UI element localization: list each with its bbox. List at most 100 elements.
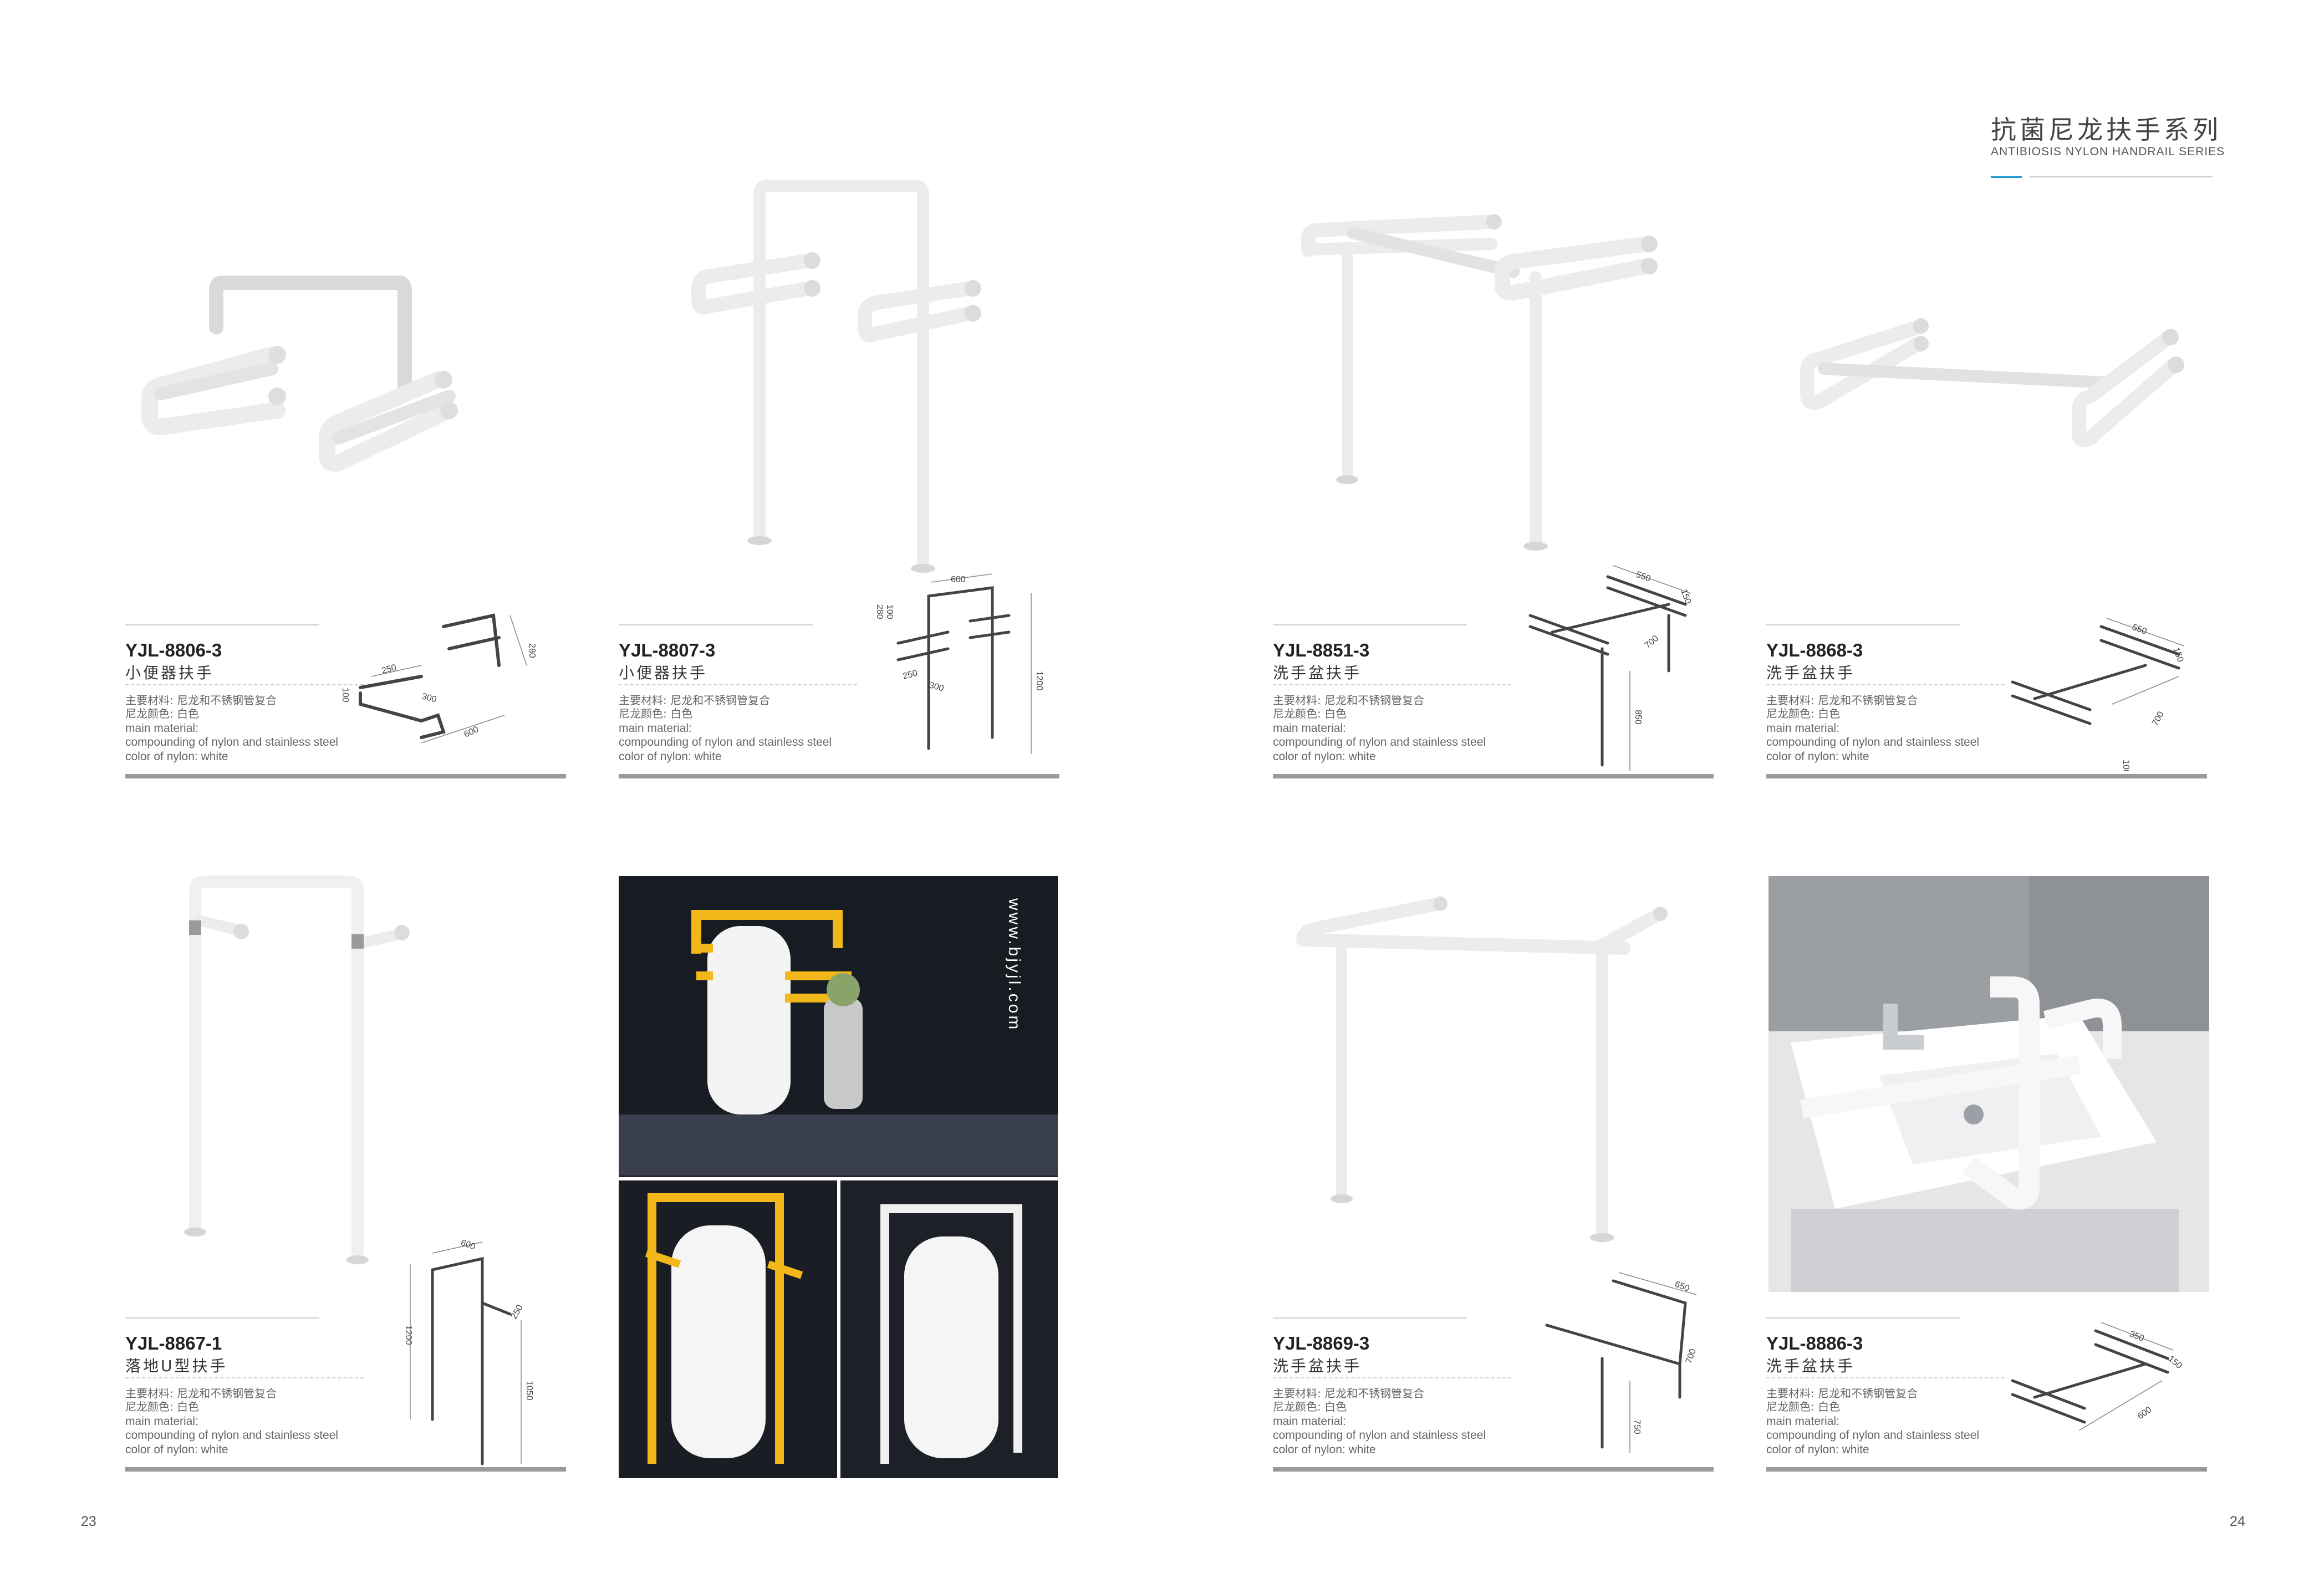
product-image-8868-3 bbox=[1800, 318, 2184, 447]
spec-color-en: color of nylon: white bbox=[1766, 1443, 1869, 1456]
card-bottom-rule bbox=[125, 774, 566, 778]
spec-material-en: compounding of nylon and stainless steel bbox=[125, 736, 339, 749]
dimension-diagram-8869-3: 650 700 750 bbox=[1545, 1272, 1698, 1453]
spec-color-cn: 尼龙颜色: 白色 bbox=[125, 1400, 200, 1413]
dim-label: 650 bbox=[1674, 1280, 1691, 1294]
urinal-photo-illustration bbox=[619, 876, 1058, 1478]
card-top-rule bbox=[1273, 624, 1467, 625]
dimension-diagram-8807-3: 600 280 100 250 300 1200 bbox=[875, 573, 1044, 754]
spec-material-label-en: main material: bbox=[125, 1415, 198, 1428]
product-name: 洗手盆扶手 bbox=[1273, 664, 1362, 682]
spec-material-label-en: main material: bbox=[1273, 722, 1346, 735]
page-number-right: 24 bbox=[2230, 1514, 2245, 1529]
dim-label: 850 bbox=[1633, 710, 1643, 725]
spec-material-cn: 主要材料: 尼龙和不锈钢管复合 bbox=[1273, 1387, 1425, 1400]
card-dashed-divider bbox=[125, 684, 364, 685]
card-bottom-rule bbox=[1766, 774, 2207, 778]
product-card-8869-3: YJL-8869-3 洗手盆扶手 主要材料: 尼龙和不锈钢管复合 尼龙颜色: 白… bbox=[1273, 1317, 1714, 1495]
product-image-8807-3 bbox=[691, 180, 981, 573]
urinal-photo-composite: www.bjyjl.com bbox=[619, 876, 1058, 1478]
spec-color-cn: 尼龙颜色: 白色 bbox=[1273, 1400, 1347, 1413]
spec-material-cn: 主要材料: 尼龙和不锈钢管复合 bbox=[125, 694, 277, 707]
dimension-diagram-8806-3: 280 250 300 600 100 bbox=[340, 613, 537, 744]
card-top-rule bbox=[1766, 1317, 1960, 1319]
dim-label: 100 bbox=[340, 688, 350, 703]
spec-color-en: color of nylon: white bbox=[125, 750, 228, 763]
dim-label: 1050 bbox=[524, 1381, 534, 1401]
card-top-rule bbox=[125, 624, 319, 625]
spec-color-en: color of nylon: white bbox=[1766, 750, 1869, 763]
product-model: YJL-8868-3 bbox=[1766, 640, 1863, 660]
spec-material-en: compounding of nylon and stainless steel bbox=[1273, 1429, 1486, 1442]
dimension-diagram-8886-3: 350 150 600 bbox=[2011, 1322, 2184, 1431]
card-dashed-divider bbox=[1766, 1377, 2005, 1378]
spec-material-en: compounding of nylon and stainless steel bbox=[1273, 736, 1486, 749]
dim-label: 300 bbox=[928, 680, 945, 693]
spec-material-en: compounding of nylon and stainless steel bbox=[1766, 736, 1980, 749]
dim-label: 550 bbox=[1635, 570, 1652, 584]
card-top-rule bbox=[125, 1317, 319, 1319]
page-number-left: 23 bbox=[81, 1514, 96, 1529]
dim-label: 300 bbox=[421, 691, 437, 704]
product-card-8806-3: YJL-8806-3 小便器扶手 主要材料: 尼龙和不锈钢管复合 尼龙颜色: 白… bbox=[125, 624, 566, 802]
card-top-rule bbox=[619, 624, 813, 625]
dim-label: 280 bbox=[875, 604, 884, 619]
card-dashed-divider bbox=[125, 1377, 364, 1378]
spec-color-en: color of nylon: white bbox=[1273, 750, 1376, 763]
product-name: 小便器扶手 bbox=[619, 664, 708, 682]
dim-label: 100 bbox=[2121, 760, 2131, 771]
product-card-8867-1: YJL-8867-1 落地U型扶手 主要材料: 尼龙和不锈钢管复合 尼龙颜色: … bbox=[125, 1317, 566, 1495]
card-dashed-divider bbox=[1766, 684, 2005, 685]
product-model: YJL-8886-3 bbox=[1766, 1333, 1863, 1353]
product-model: YJL-8807-3 bbox=[619, 640, 716, 660]
card-bottom-rule bbox=[1273, 774, 1714, 778]
sink-photo bbox=[1769, 876, 2209, 1292]
spec-color-en: color of nylon: white bbox=[125, 1443, 228, 1456]
spec-material-cn: 主要材料: 尼龙和不锈钢管复合 bbox=[125, 1387, 277, 1400]
dim-label: 250 bbox=[902, 669, 919, 681]
series-title-cn: 抗菌尼龙扶手系列 bbox=[1991, 115, 2221, 145]
card-bottom-rule bbox=[1766, 1467, 2207, 1472]
spec-material-en: compounding of nylon and stainless steel bbox=[125, 1429, 339, 1442]
product-model: YJL-8806-3 bbox=[125, 640, 222, 660]
product-model: YJL-8869-3 bbox=[1273, 1333, 1370, 1353]
spec-material-label-en: main material: bbox=[1766, 1415, 1839, 1428]
spec-material-label-en: main material: bbox=[125, 722, 198, 735]
product-image-8851-3 bbox=[1301, 214, 1658, 551]
spec-color-cn: 尼龙颜色: 白色 bbox=[1766, 707, 1841, 720]
spec-color-en: color of nylon: white bbox=[1273, 1443, 1376, 1456]
product-name: 落地U型扶手 bbox=[125, 1357, 228, 1375]
spec-material-cn: 主要材料: 尼龙和不锈钢管复合 bbox=[619, 694, 771, 707]
spec-color-en: color of nylon: white bbox=[619, 750, 722, 763]
product-image-8867-1 bbox=[184, 876, 410, 1265]
photo-watermark: www.bjyjl.com bbox=[1005, 898, 1023, 1032]
card-dashed-divider bbox=[1273, 1377, 1511, 1378]
spec-material-en: compounding of nylon and stainless steel bbox=[619, 736, 832, 749]
product-card-8868-3: YJL-8868-3 洗手盆扶手 主要材料: 尼龙和不锈钢管复合 尼龙颜色: 白… bbox=[1766, 624, 2207, 802]
product-name: 洗手盆扶手 bbox=[1273, 1357, 1362, 1375]
spec-material-label-en: main material: bbox=[1766, 722, 1839, 735]
card-dashed-divider bbox=[619, 684, 857, 685]
spec-color-cn: 尼龙颜色: 白色 bbox=[1766, 1400, 1841, 1413]
card-top-rule bbox=[1273, 1317, 1467, 1319]
dim-label: 100 bbox=[885, 604, 894, 619]
card-dashed-divider bbox=[1273, 684, 1511, 685]
spec-material-en: compounding of nylon and stainless steel bbox=[1766, 1429, 1980, 1442]
spec-material-cn: 主要材料: 尼龙和不锈钢管复合 bbox=[1766, 1387, 1918, 1400]
dim-label: 1200 bbox=[404, 1325, 413, 1345]
dim-label: 600 bbox=[951, 575, 966, 584]
dim-label: 600 bbox=[460, 1238, 477, 1252]
product-model: YJL-8867-1 bbox=[125, 1333, 222, 1353]
dim-label: 280 bbox=[527, 643, 537, 658]
product-card-8886-3: YJL-8886-3 洗手盆扶手 主要材料: 尼龙和不锈钢管复合 尼龙颜色: 白… bbox=[1766, 1317, 2207, 1495]
spec-material-cn: 主要材料: 尼龙和不锈钢管复合 bbox=[1766, 694, 1918, 707]
card-top-rule bbox=[1766, 624, 1960, 625]
dim-label: 250 bbox=[381, 663, 397, 676]
product-name: 洗手盆扶手 bbox=[1766, 1357, 1856, 1375]
spec-color-cn: 尼龙颜色: 白色 bbox=[1273, 707, 1347, 720]
product-name: 洗手盆扶手 bbox=[1766, 664, 1856, 682]
card-bottom-rule bbox=[1273, 1467, 1714, 1472]
spec-material-label-en: main material: bbox=[1273, 1415, 1346, 1428]
product-card-8807-3: YJL-8807-3 小便器扶手 主要材料: 尼龙和不锈钢管复合 尼龙颜色: 白… bbox=[619, 624, 1059, 802]
dimension-diagram-8851-3: 550 150 700 850 bbox=[1528, 565, 1693, 771]
